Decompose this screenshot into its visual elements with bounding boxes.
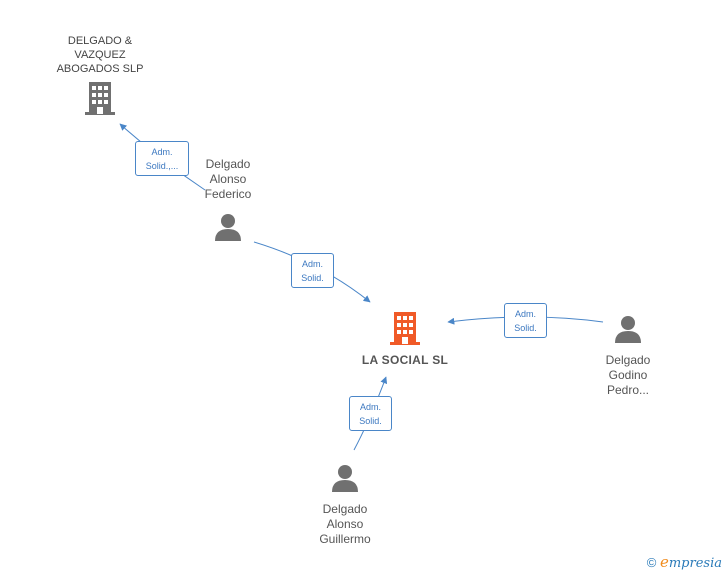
company-node-top[interactable]: DELGADO & VAZQUEZ ABOGADOS SLP [40, 34, 160, 121]
copyright-icon: © [646, 555, 657, 570]
relation-badge-pedro-center[interactable]: Adm. Solid. [504, 303, 547, 338]
person-icon [615, 316, 641, 343]
relation-badge-federico-center[interactable]: Adm. Solid. [291, 253, 334, 288]
relation-badge-guillermo-center[interactable]: Adm. Solid. [349, 396, 392, 431]
person-node-guillermo[interactable]: Delgado Alonso Guillermo [305, 463, 385, 547]
company-node-center[interactable]: LA SOCIAL SL [350, 310, 460, 367]
building-icon [85, 82, 115, 115]
person-name-pedro: Delgado Godino Pedro... [605, 353, 651, 397]
person-icon [332, 465, 358, 492]
person-node-federico[interactable]: Delgado Alonso Federico [188, 157, 268, 247]
brand-initial: e [659, 553, 669, 571]
brand-name: mpresia [668, 556, 722, 571]
relation-badge-federico-top[interactable]: Adm. Solid.,... [135, 141, 189, 176]
person-name-federico: Delgado Alonso Federico [204, 157, 252, 201]
company-name-center: LA SOCIAL SL [361, 353, 449, 367]
person-name-guillermo: Delgado Alonso Guillermo [319, 502, 371, 546]
person-node-pedro[interactable]: Delgado Godino Pedro... [588, 314, 668, 398]
footer-brand[interactable]: © empresia [647, 553, 722, 571]
building-icon [390, 312, 420, 345]
person-icon [215, 214, 241, 241]
company-name-top: DELGADO & VAZQUEZ ABOGADOS SLP [56, 35, 144, 75]
